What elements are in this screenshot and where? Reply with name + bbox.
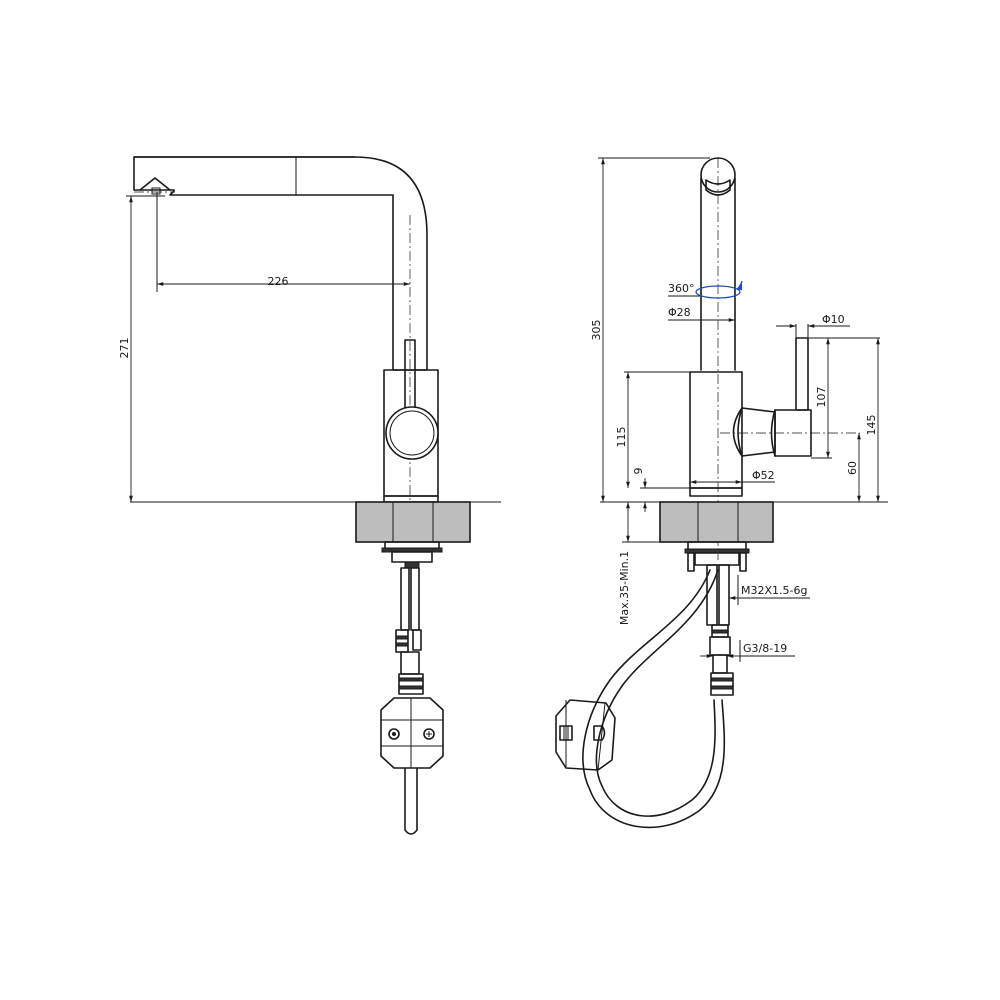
side-spout	[133, 156, 428, 371]
rotation-arrow	[695, 285, 741, 299]
front-dim-lever-height: 145	[865, 415, 878, 436]
side-hose-weight	[380, 697, 444, 769]
front-dim-spout-diameter: Φ28	[668, 306, 691, 319]
front-hose-weight	[555, 699, 616, 771]
front-hose-loop	[582, 569, 726, 829]
front-dim-lever-length: 107	[815, 387, 828, 408]
front-dim-hose-thread: G3/8-19	[743, 642, 787, 655]
front-dim-body-height: 115	[615, 427, 628, 448]
front-lever-rod	[795, 337, 809, 411]
side-view: 226 271	[118, 156, 501, 835]
side-dim-height: 271	[118, 338, 131, 359]
front-rotation-label: 360°	[668, 282, 695, 295]
side-aerator	[139, 177, 171, 191]
side-hose	[404, 767, 418, 835]
front-lever-housing	[732, 407, 776, 457]
side-counter-slab	[355, 501, 471, 543]
front-dim-base-thickness: 9	[632, 468, 645, 475]
front-dim-total-height: 305	[590, 320, 603, 341]
front-dim-base-diameter: Φ52	[752, 469, 775, 482]
front-view: 360° Φ28	[555, 157, 888, 829]
front-dim-thread: M32X1.5-6g	[741, 584, 807, 597]
front-dim-counter-thickness: Max.35-Min.1	[618, 551, 631, 625]
side-dim-reach: 226	[268, 275, 289, 288]
front-dim-lever-axis: 60	[846, 461, 859, 475]
side-handle-knob	[385, 406, 439, 460]
front-counter-slab	[659, 501, 774, 543]
front-dim-handle-diameter: Φ10	[822, 313, 845, 326]
